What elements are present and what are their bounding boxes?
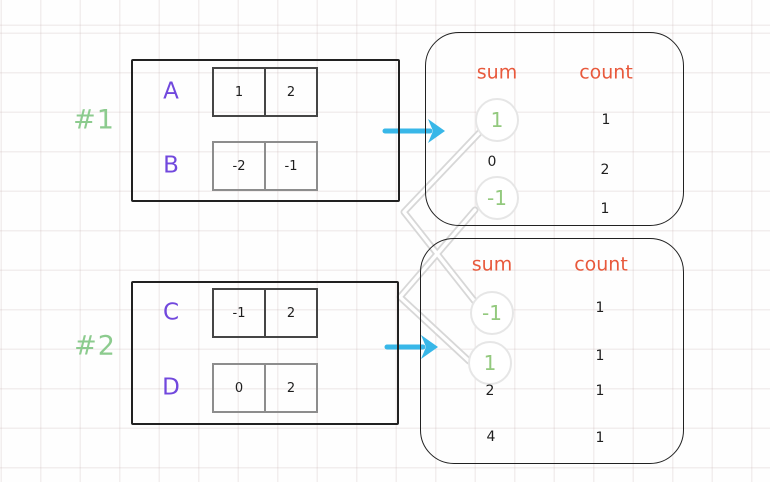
count-value: 1: [595, 383, 605, 399]
sum-value: 2: [485, 383, 495, 399]
example2-label: #2: [74, 330, 116, 362]
example1-input-box: [131, 59, 400, 202]
array-cell: 2: [264, 290, 316, 336]
sum-header: sum: [471, 253, 513, 276]
count-value: 1: [600, 201, 610, 217]
sum-value: 0: [487, 154, 497, 170]
example2-result-box: [420, 238, 684, 464]
count-value: 1: [601, 112, 611, 128]
array-d-label: D: [162, 374, 180, 401]
count-value: 1: [595, 430, 605, 446]
count-value: 1: [595, 300, 605, 316]
array-a-cells: 1 2: [212, 67, 318, 117]
array-b-cells: -2 -1: [212, 141, 318, 191]
example1-result-box: [425, 32, 684, 226]
array-d-cells: 0 2: [212, 363, 318, 413]
highlighted-sum-value: 1: [468, 341, 512, 385]
array-cell: 1: [234, 84, 244, 100]
example1-label: #1: [73, 104, 115, 136]
array-cell: 2: [264, 69, 316, 115]
array-cell: -1: [232, 305, 246, 321]
array-c-cells: -1 2: [212, 288, 318, 338]
highlighted-sum-value: -1: [470, 291, 514, 335]
sum-header: sum: [476, 61, 518, 84]
array-c-label: C: [162, 299, 180, 326]
highlighted-sum-value: 1: [475, 98, 519, 142]
array-b-label: B: [163, 152, 179, 179]
array-cell: -1: [264, 143, 316, 189]
array-cell: 0: [234, 380, 244, 396]
example2-input-box: [131, 281, 399, 425]
count-value: 2: [600, 162, 610, 178]
array-a-label: A: [163, 78, 179, 105]
count-header: count: [574, 253, 628, 276]
array-cell: -2: [232, 158, 246, 174]
count-header: count: [579, 61, 633, 84]
sum-value: 4: [486, 429, 496, 445]
highlighted-sum-value: -1: [475, 176, 519, 220]
array-cell: 2: [264, 365, 316, 411]
count-value: 1: [595, 348, 605, 364]
